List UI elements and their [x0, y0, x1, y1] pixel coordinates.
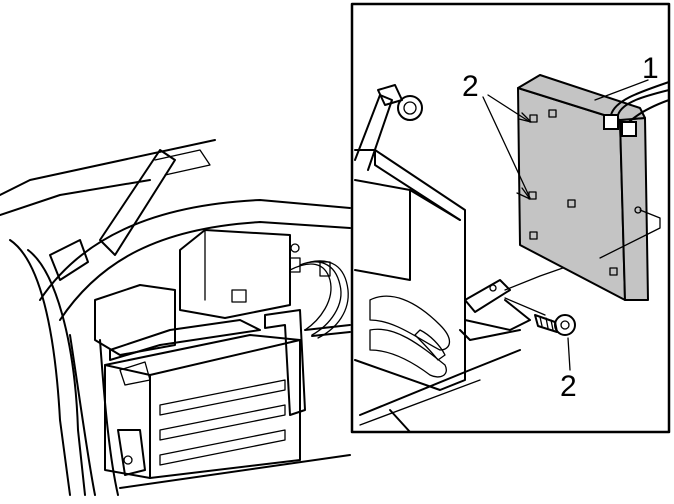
inset-frame [350, 2, 671, 434]
compartment-overview [0, 139, 351, 496]
control-module [517, 74, 670, 301]
leader-line-2c [567, 337, 571, 371]
bolt-head-icon [397, 95, 423, 121]
detail-inset: 1 2 2 [350, 2, 671, 434]
callout-1: 1 [642, 52, 659, 85]
leader-line-1 [594, 79, 649, 101]
connector-icon [603, 114, 619, 130]
connector-icon [621, 121, 637, 137]
leader-line-2b [482, 96, 531, 199]
screw-icon [534, 314, 576, 336]
callout-2-bottom: 2 [560, 370, 577, 403]
leader-line-2a [487, 94, 531, 123]
module-side [619, 117, 649, 301]
callout-2-top: 2 [462, 70, 479, 103]
